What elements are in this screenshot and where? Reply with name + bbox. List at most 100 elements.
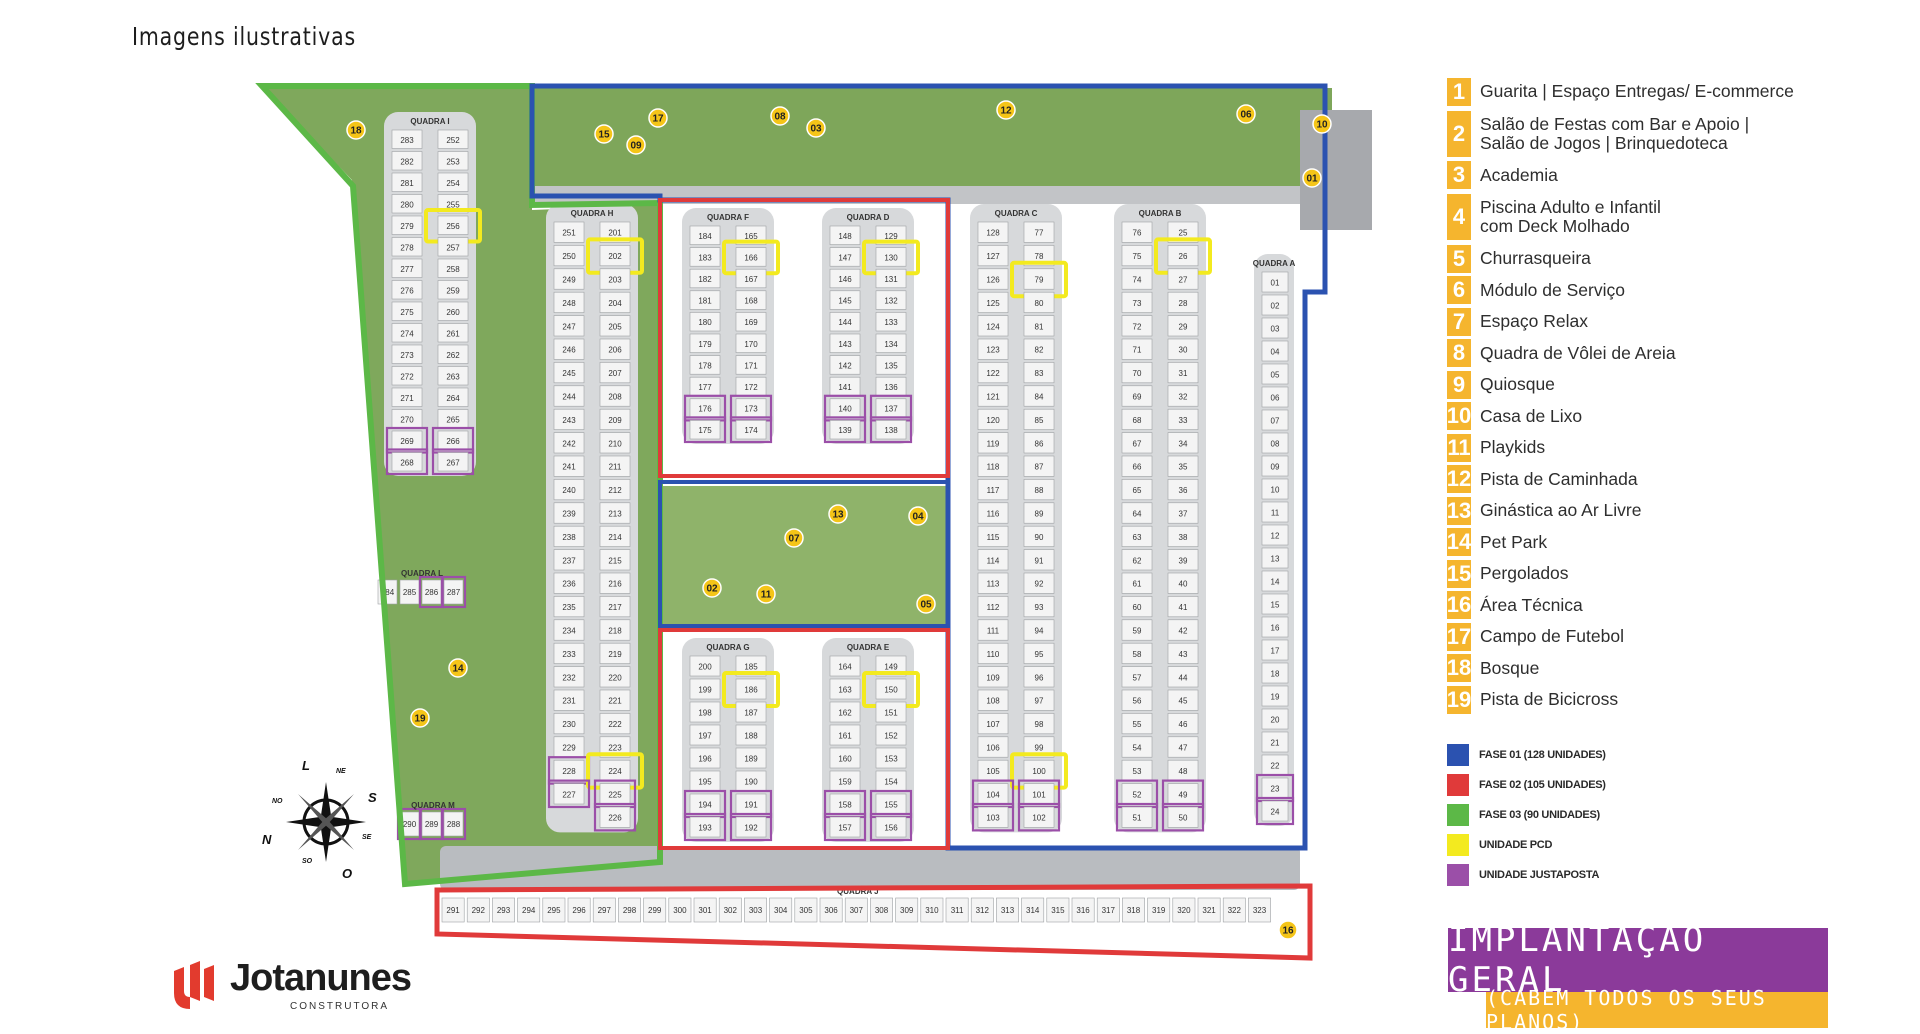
unit-lot bbox=[1023, 806, 1055, 828]
block-label: QUADRA M bbox=[411, 801, 455, 810]
unit-number: 186 bbox=[744, 686, 758, 695]
unit-lot bbox=[1121, 642, 1153, 664]
unit-number: 275 bbox=[400, 308, 414, 317]
unit-number: 265 bbox=[446, 415, 460, 424]
legend-number: 15 bbox=[1446, 559, 1472, 588]
unit-number: 149 bbox=[884, 663, 898, 672]
unit-lot bbox=[977, 666, 1009, 688]
unit-number: 125 bbox=[986, 299, 1000, 308]
unit-lot bbox=[1261, 432, 1289, 454]
unit-number: 39 bbox=[1179, 556, 1188, 565]
unit-number: 299 bbox=[648, 906, 662, 915]
unit-number: 86 bbox=[1035, 439, 1044, 448]
unit-lot bbox=[829, 724, 861, 746]
unit-lot bbox=[1023, 385, 1055, 407]
unit-lot bbox=[1261, 708, 1289, 730]
unit-number: 168 bbox=[744, 297, 758, 306]
unit-lot bbox=[1261, 478, 1289, 500]
unit-number: 277 bbox=[400, 265, 414, 274]
unit-lot bbox=[1167, 432, 1199, 454]
justaposta-highlight bbox=[593, 802, 637, 832]
unit-lot bbox=[735, 701, 767, 723]
unit-lot bbox=[1023, 221, 1055, 243]
unit-lot bbox=[977, 291, 1009, 313]
unit-lot bbox=[844, 897, 868, 923]
unit-number: 217 bbox=[608, 603, 622, 612]
unit-lot bbox=[437, 129, 469, 149]
unit-number: 51 bbox=[1133, 814, 1142, 823]
phase-label: FASE 03 (90 UNIDADES) bbox=[1479, 809, 1600, 821]
phase-legend-item: FASE 01 (128 UNIDADES) bbox=[1447, 740, 1606, 770]
plan-subtitle: (CABEM TODOS OS SEUS PLANOS) bbox=[1486, 986, 1828, 1034]
amenity-marker-09: 09 bbox=[626, 135, 646, 155]
unit-lot bbox=[492, 897, 515, 923]
unit-number: 121 bbox=[986, 393, 1000, 402]
unit-number: 05 bbox=[1271, 371, 1280, 380]
justaposta-highlight bbox=[440, 575, 467, 609]
unit-lot bbox=[517, 897, 541, 923]
unit-number: 187 bbox=[744, 709, 758, 718]
unit-number: 124 bbox=[986, 322, 1000, 331]
marker-number: 13 bbox=[832, 510, 844, 521]
unit-lot bbox=[977, 806, 1009, 828]
phase-legend-item: UNIDADE PCD bbox=[1447, 830, 1606, 860]
unit-number: 139 bbox=[838, 426, 852, 435]
unit-lot bbox=[437, 215, 469, 235]
justaposta-highlight bbox=[547, 779, 591, 809]
marker-dot bbox=[410, 708, 430, 728]
unit-lot bbox=[553, 666, 585, 688]
unit-lot bbox=[1023, 245, 1055, 267]
unit-number: 48 bbox=[1179, 767, 1188, 776]
unit-lot bbox=[977, 596, 1009, 618]
justaposta-highlight bbox=[385, 448, 429, 476]
unit-lot bbox=[553, 315, 585, 337]
legend-label: Churrasqueira bbox=[1480, 248, 1591, 269]
unit-number: 44 bbox=[1179, 673, 1188, 682]
unit-lot bbox=[689, 724, 721, 746]
unit-number: 40 bbox=[1179, 580, 1188, 589]
marker-dot bbox=[828, 504, 848, 524]
unit-lot bbox=[1261, 547, 1289, 569]
amenity-marker-11: 11 bbox=[756, 584, 776, 604]
phase-swatch bbox=[1447, 864, 1469, 886]
unit-number: 317 bbox=[1102, 906, 1116, 915]
legend-label: Pista de Caminhada bbox=[1480, 468, 1638, 489]
legend-label: Módulo de Serviço bbox=[1480, 279, 1625, 300]
unit-number: 200 bbox=[698, 663, 712, 672]
unit-lot bbox=[1147, 897, 1171, 923]
unit-number: 182 bbox=[698, 275, 712, 284]
marker-dot bbox=[806, 118, 826, 138]
unit-number: 308 bbox=[875, 906, 889, 915]
unit-number: 117 bbox=[987, 486, 1000, 495]
unit-number: 163 bbox=[838, 686, 852, 695]
unit-number: 193 bbox=[698, 824, 712, 833]
unit-number: 250 bbox=[562, 252, 576, 261]
unit-lot bbox=[599, 315, 631, 337]
unit-number: 232 bbox=[562, 673, 576, 682]
unit-lot bbox=[1071, 897, 1095, 923]
legend-label: Pet Park bbox=[1480, 531, 1548, 552]
legend-number: 6 bbox=[1447, 276, 1471, 305]
unit-number: 241 bbox=[562, 463, 576, 472]
justaposta-highlight bbox=[1161, 802, 1205, 832]
unit-lot bbox=[1121, 455, 1153, 477]
unit-lot bbox=[1167, 455, 1199, 477]
unit-number: 96 bbox=[1035, 673, 1044, 682]
amenity-marker-01: 01 bbox=[1302, 168, 1322, 188]
unit-lot bbox=[553, 362, 585, 384]
unit-number: 07 bbox=[1271, 417, 1280, 426]
unit-number: 175 bbox=[698, 426, 712, 435]
unit-number: 216 bbox=[608, 580, 622, 589]
unit-number: 04 bbox=[1271, 348, 1280, 357]
unit-number: 292 bbox=[472, 906, 486, 915]
unit-number: 06 bbox=[1271, 394, 1280, 403]
unit-lot bbox=[553, 502, 585, 524]
plan-title: IMPLANTAÇÃO GERAL bbox=[1448, 920, 1828, 1000]
